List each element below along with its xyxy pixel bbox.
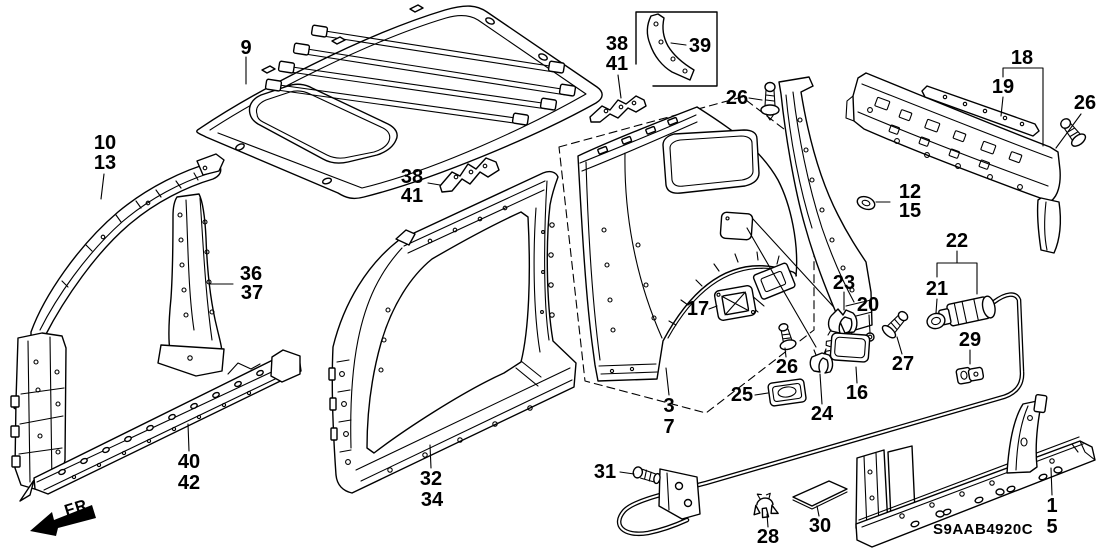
grommet-25-part [767, 378, 807, 407]
bolt-26-mid-part [778, 323, 797, 351]
callout-36: 36 [239, 263, 263, 285]
callout-26-a: 26 [725, 87, 749, 109]
callout-18: 18 [1010, 47, 1034, 69]
leader-17 [708, 305, 718, 310]
roof-rail-bracket-part [439, 157, 500, 193]
leader-10-13 [100, 173, 105, 200]
callout-9: 9 [240, 37, 252, 59]
callout-12: 12 [898, 181, 922, 203]
callout-20: 20 [856, 294, 880, 316]
front-pillar-sill-inner-part [10, 332, 302, 502]
side-sill-outer-part [855, 393, 1096, 548]
leader-25 [754, 392, 769, 396]
leader-3-7 [665, 367, 670, 396]
leader-32-34 [429, 444, 432, 469]
clamp-29-part [955, 366, 985, 385]
leader-30 [816, 505, 820, 517]
callout-23: 23 [832, 272, 856, 294]
bracket-39-box [635, 11, 718, 87]
leader-22-bracket [936, 250, 978, 295]
callout-29: 29 [958, 329, 982, 351]
callout-26-b: 26 [1073, 92, 1097, 114]
callout-3: 3 [663, 395, 675, 417]
pad-30-part [792, 480, 848, 510]
callout-leader-lines [100, 42, 1082, 528]
callout-16: 16 [845, 382, 869, 404]
leader-26-c [784, 347, 787, 358]
leader-40-42 [187, 423, 190, 452]
leader-26-b [1055, 113, 1082, 149]
leader-24 [819, 373, 823, 405]
callout-17: 17 [686, 298, 710, 320]
callout-42: 42 [177, 472, 201, 494]
callout-15: 15 [898, 200, 922, 222]
callout-38-b: 38 [400, 166, 424, 188]
bolt-26-top-part [760, 81, 780, 121]
leader-21 [935, 298, 938, 314]
bolt-27-part [881, 310, 909, 339]
callout-28: 28 [756, 526, 780, 548]
callout-38-a: 38 [605, 33, 629, 55]
rear-panel-part [845, 72, 1062, 254]
diagram-code: S9AAB4920C [933, 521, 1034, 538]
leader-38-41-a [617, 74, 622, 99]
roof-panel-part [196, 4, 603, 200]
callout-41-a: 41 [605, 53, 629, 75]
callout-27: 27 [891, 353, 915, 375]
bolt-31-part [632, 466, 661, 485]
leader-39 [670, 42, 687, 46]
quarter-panel-dashed-box [558, 96, 815, 414]
grommet-21-part [926, 312, 946, 330]
callout-39: 39 [688, 35, 712, 57]
roof-side-rail-stiffener-part [30, 153, 225, 342]
callout-32: 32 [419, 468, 443, 490]
clip-24-part [809, 348, 834, 374]
callout-34: 34 [420, 489, 444, 511]
callout-1: 1 [1046, 495, 1058, 517]
roof-rail-bracket-part-2 [589, 95, 647, 123]
callout-10: 10 [93, 132, 117, 154]
callout-24: 24 [810, 403, 834, 425]
callout-22: 22 [945, 230, 969, 252]
callout-30: 30 [808, 515, 832, 537]
side-panel-outer-part [328, 170, 577, 494]
callout-19: 19 [991, 76, 1015, 98]
leader-27 [896, 336, 903, 355]
lid-16-part [824, 332, 871, 363]
leader-38-41-b [427, 182, 441, 186]
clip-28-part [753, 492, 779, 519]
leader-31 [619, 471, 635, 475]
leader-20 [868, 314, 871, 334]
callout-40: 40 [177, 451, 201, 473]
leader-28 [766, 513, 769, 528]
fuel-filler-pocket-part [713, 285, 757, 321]
callout-26-c: 26 [775, 356, 799, 378]
leader-26-a [748, 97, 763, 101]
callout-31: 31 [593, 461, 617, 483]
callout-13: 13 [93, 152, 117, 174]
leader-19 [1000, 96, 1004, 117]
callout-41-b: 41 [400, 185, 424, 207]
quarter-panel-part [577, 106, 842, 382]
leader-1-5 [1050, 467, 1053, 496]
cable-bracket-part [658, 468, 701, 520]
callout-37: 37 [240, 282, 264, 304]
callout-5: 5 [1046, 516, 1058, 538]
callout-7: 7 [663, 416, 675, 438]
bolt-26-right-part [1060, 118, 1087, 147]
center-pillar-stiffener-part [157, 193, 225, 377]
callout-21: 21 [925, 278, 949, 300]
rear-pillar-stiffener-part [778, 76, 876, 334]
leader-16 [855, 366, 858, 384]
leader-18-bracket [1002, 67, 1044, 147]
callout-25: 25 [730, 384, 754, 406]
fr-direction-arrow-icon [30, 505, 96, 536]
